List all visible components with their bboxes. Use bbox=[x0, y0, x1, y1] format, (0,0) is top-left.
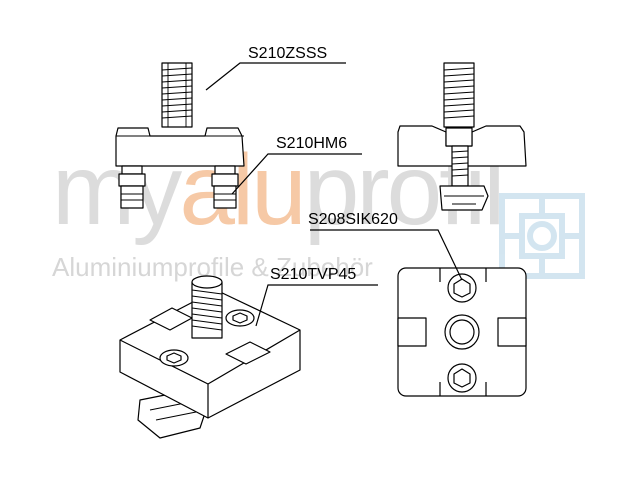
leader-hex-nut bbox=[231, 153, 362, 195]
label-plate: S210TVP45 bbox=[270, 266, 357, 283]
plate-side bbox=[115, 127, 245, 167]
profile-logo-watermark bbox=[499, 193, 585, 279]
socket-screw-bottom bbox=[447, 363, 477, 393]
label-socket-screw: S208SIK620 bbox=[308, 211, 398, 228]
hex-nut-right-side bbox=[211, 165, 239, 209]
stud-screw-side bbox=[161, 62, 193, 128]
section-view-assembly bbox=[397, 62, 527, 211]
pad-right-iso bbox=[225, 341, 271, 365]
stud-screw-iso bbox=[191, 275, 223, 339]
leader-stud-screw bbox=[205, 62, 346, 91]
leader-lines bbox=[205, 62, 463, 327]
top-view-plate bbox=[397, 267, 527, 397]
isometric-assembly bbox=[119, 275, 301, 439]
stud-screw-section bbox=[443, 62, 475, 128]
hex-nut-left-side bbox=[118, 165, 146, 209]
leader-plate bbox=[255, 284, 378, 327]
t-nut-section bbox=[439, 185, 489, 211]
leader-socket-screw bbox=[310, 229, 463, 281]
label-stud-screw: S210ZSSS bbox=[248, 45, 328, 62]
side-view-assembly bbox=[115, 62, 245, 209]
center-hole bbox=[444, 314, 480, 350]
label-hex-nut: S210HM6 bbox=[276, 135, 348, 152]
socket-screw-top bbox=[447, 273, 477, 303]
